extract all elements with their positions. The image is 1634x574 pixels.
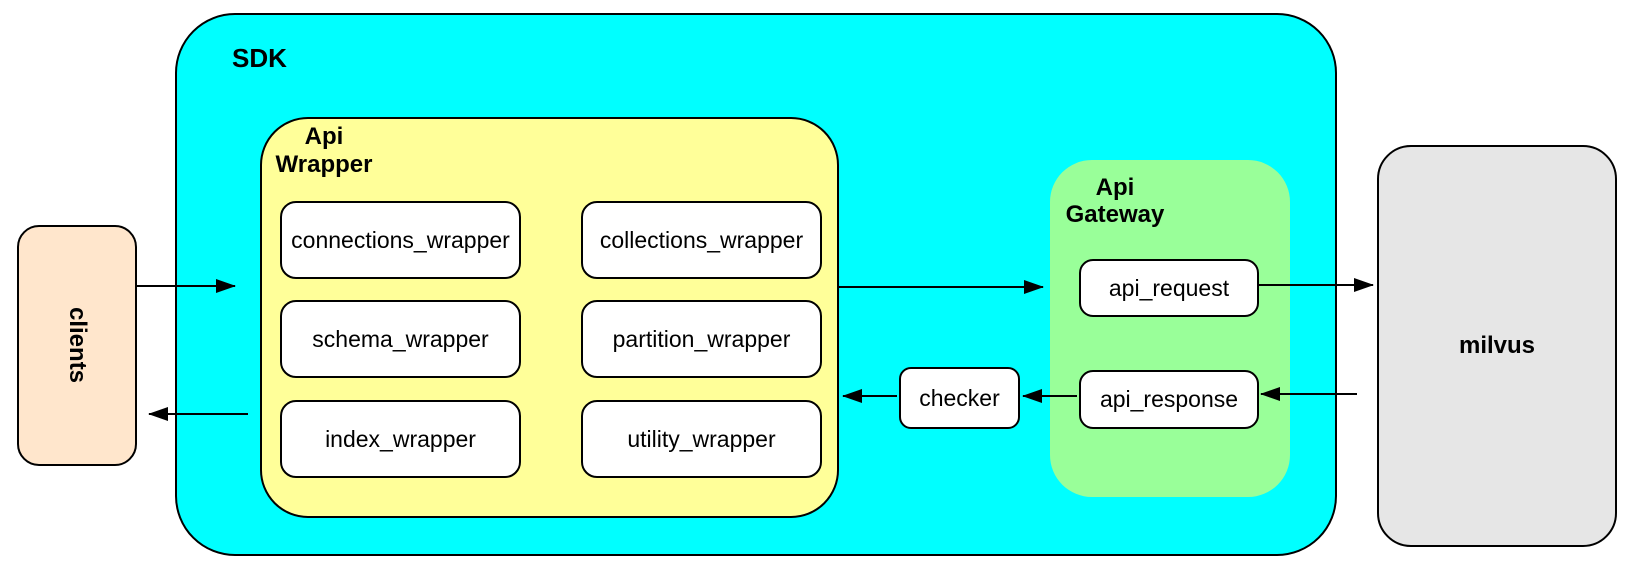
- sdk-label: SDK: [232, 43, 287, 73]
- api-wrapper-label-line1: Api: [304, 123, 344, 150]
- index-wrapper-label: index_wrapper: [325, 425, 476, 452]
- partition-wrapper-label: partition_wrapper: [612, 325, 791, 352]
- api-request-label: api_request: [1108, 274, 1230, 301]
- api-gateway-label-line1: Api: [1095, 174, 1135, 201]
- api-wrapper-label-line2: Wrapper: [275, 151, 373, 178]
- milvus-label: milvus: [1458, 332, 1536, 359]
- api-request-node: api_request: [1079, 259, 1259, 317]
- checker-label: checker: [919, 384, 1000, 411]
- connections-wrapper-label: connections_wrapper: [291, 226, 510, 253]
- partition-wrapper-node: partition_wrapper: [581, 300, 822, 378]
- index-wrapper-node: index_wrapper: [280, 400, 521, 478]
- utility-wrapper-label: utility_wrapper: [627, 425, 776, 452]
- connections-wrapper-node: connections_wrapper: [280, 201, 521, 279]
- schema-wrapper-label: schema_wrapper: [312, 325, 489, 352]
- api-gateway-label-line2: Gateway: [1065, 201, 1165, 228]
- api-response-node: api_response: [1079, 370, 1259, 429]
- milvus-node: milvus: [1377, 145, 1617, 547]
- api-response-label: api_response: [1099, 386, 1239, 412]
- collections-wrapper-node: collections_wrapper: [581, 201, 822, 279]
- collections-wrapper-label: collections_wrapper: [599, 226, 804, 253]
- checker-node: checker: [899, 367, 1020, 429]
- clients-node: clients: [17, 225, 137, 466]
- schema-wrapper-node: schema_wrapper: [280, 300, 521, 378]
- clients-label: clients: [64, 307, 91, 384]
- utility-wrapper-node: utility_wrapper: [581, 400, 822, 478]
